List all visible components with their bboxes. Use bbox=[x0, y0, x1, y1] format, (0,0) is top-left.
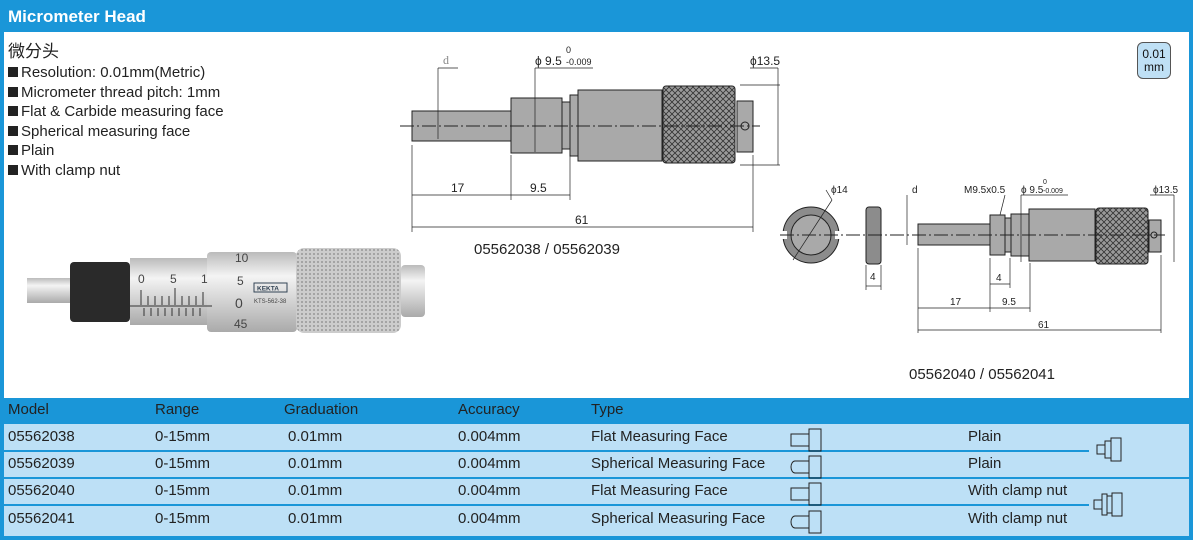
drawing-plain-micrometer bbox=[400, 67, 780, 232]
cell-model: 05562039 bbox=[8, 455, 75, 472]
thimble-label: 0 bbox=[235, 295, 243, 311]
cell-graduation: 0.01mm bbox=[288, 482, 343, 499]
badge-value: 0.01 bbox=[1142, 47, 1166, 61]
nut-width: 4 bbox=[870, 272, 876, 283]
cell-graduation: 0.01mm bbox=[288, 510, 343, 527]
table-header: Model Range Graduation Accuracy Type bbox=[4, 398, 1189, 424]
row-divider bbox=[4, 477, 1189, 479]
thimble-label: 10 bbox=[235, 251, 249, 265]
technical-drawings: d ϕ 9.5 0 -0.009 ϕ13.5 17 9.5 61 0556203… bbox=[27, 45, 1179, 383]
feature-item: Micrometer thread pitch: 1mm bbox=[8, 83, 224, 103]
cell-graduation: 0.01mm bbox=[288, 428, 343, 445]
cell-type: Spherical Measuring Face bbox=[591, 455, 766, 472]
table-icons bbox=[790, 428, 1123, 534]
cell-model: 05562041 bbox=[8, 510, 75, 527]
dim-phi-main: ϕ 9.5 bbox=[1021, 185, 1044, 196]
page-title: Micrometer Head bbox=[0, 0, 1193, 32]
clamp-nut-head-icon bbox=[1093, 492, 1123, 517]
feature-item: Spherical measuring face bbox=[8, 122, 224, 142]
dim-61: 61 bbox=[1038, 320, 1050, 331]
feature-item: Plain bbox=[8, 141, 224, 161]
thread-spec: M9.5x0.5 bbox=[964, 185, 1006, 196]
col-accuracy: Accuracy bbox=[458, 401, 520, 418]
micrometer-photo: 0 5 1 10 5 0 45 KEKTA KTS-562-38 bbox=[27, 248, 425, 333]
plain-head-icon bbox=[1096, 437, 1122, 462]
cell-accuracy: 0.004mm bbox=[458, 482, 521, 499]
cell-variant: With clamp nut bbox=[968, 510, 1068, 527]
cell-model: 05562038 bbox=[8, 428, 75, 445]
spec-table: Model Range Graduation Accuracy Type 055… bbox=[4, 398, 1189, 536]
dim-9-5: 9.5 bbox=[530, 181, 547, 195]
scale-label: 0 bbox=[138, 272, 145, 286]
thimble-label: 5 bbox=[237, 274, 244, 288]
drawing-caption: 05562040 / 05562041 bbox=[909, 366, 1055, 383]
feature-item: Resolution: 0.01mm(Metric) bbox=[8, 63, 224, 83]
cell-model: 05562040 bbox=[8, 482, 75, 499]
cell-type: Spherical Measuring Face bbox=[591, 510, 766, 527]
dim-17: 17 bbox=[451, 181, 465, 195]
cell-graduation: 0.01mm bbox=[288, 455, 343, 472]
thimble-label: 45 bbox=[234, 317, 248, 331]
feature-list: Resolution: 0.01mm(Metric) Micrometer th… bbox=[8, 63, 224, 181]
col-range: Range bbox=[155, 401, 200, 418]
cell-variant: Plain bbox=[968, 455, 1002, 472]
row-divider bbox=[4, 450, 1089, 452]
cell-range: 0-15mm bbox=[155, 510, 211, 527]
nut-diameter: ϕ14 bbox=[831, 185, 848, 196]
dim-9-5: 9.5 bbox=[1002, 297, 1016, 308]
col-type: Type bbox=[591, 401, 624, 418]
col-model: Model bbox=[8, 401, 49, 418]
subtitle-chinese: 微分头 bbox=[8, 42, 59, 62]
cell-accuracy: 0.004mm bbox=[458, 428, 521, 445]
dim-phi-main: ϕ 9.5 bbox=[535, 54, 562, 68]
cell-accuracy: 0.004mm bbox=[458, 510, 521, 527]
model-engraving: KTS-562-38 bbox=[254, 299, 287, 305]
cell-type: Flat Measuring Face bbox=[591, 428, 728, 445]
feature-item: Flat & Carbide measuring face bbox=[8, 102, 224, 122]
scale-label: 5 bbox=[170, 272, 177, 286]
spherical-face-icon bbox=[790, 510, 822, 534]
flat-face-icon bbox=[790, 482, 822, 506]
dim-17: 17 bbox=[950, 297, 962, 308]
cell-range: 0-15mm bbox=[155, 455, 211, 472]
dim-phi-end: ϕ13.5 bbox=[1153, 185, 1179, 196]
cell-type: Flat Measuring Face bbox=[591, 482, 728, 499]
cell-accuracy: 0.004mm bbox=[458, 455, 521, 472]
tol-lower: -0.009 bbox=[1043, 188, 1063, 195]
flat-face-icon bbox=[790, 428, 822, 452]
spherical-face-icon bbox=[790, 455, 822, 479]
col-graduation: Graduation bbox=[284, 401, 359, 418]
drawing-clamp-nut-micrometer bbox=[779, 189, 1175, 333]
scale-label: 1 bbox=[201, 272, 208, 286]
cell-variant: Plain bbox=[968, 428, 1002, 445]
tol-upper: 0 bbox=[566, 45, 571, 55]
cell-range: 0-15mm bbox=[155, 428, 211, 445]
badge-unit: mm bbox=[1144, 60, 1164, 74]
feature-item: With clamp nut bbox=[8, 161, 224, 181]
tol-lower: -0.009 bbox=[566, 57, 592, 67]
tol-upper: 0 bbox=[1043, 179, 1047, 186]
dim-4: 4 bbox=[996, 273, 1002, 284]
row-divider bbox=[4, 504, 1089, 506]
cell-variant: With clamp nut bbox=[968, 482, 1068, 499]
cell-range: 0-15mm bbox=[155, 482, 211, 499]
dim-61: 61 bbox=[575, 213, 589, 227]
dim-phi-end: ϕ13.5 bbox=[750, 54, 780, 68]
dim-d: d bbox=[443, 53, 449, 67]
dim-d: d bbox=[912, 185, 918, 196]
brand-logo: KEKTA bbox=[257, 286, 279, 293]
drawing-caption: 05562038 / 05562039 bbox=[474, 241, 620, 258]
